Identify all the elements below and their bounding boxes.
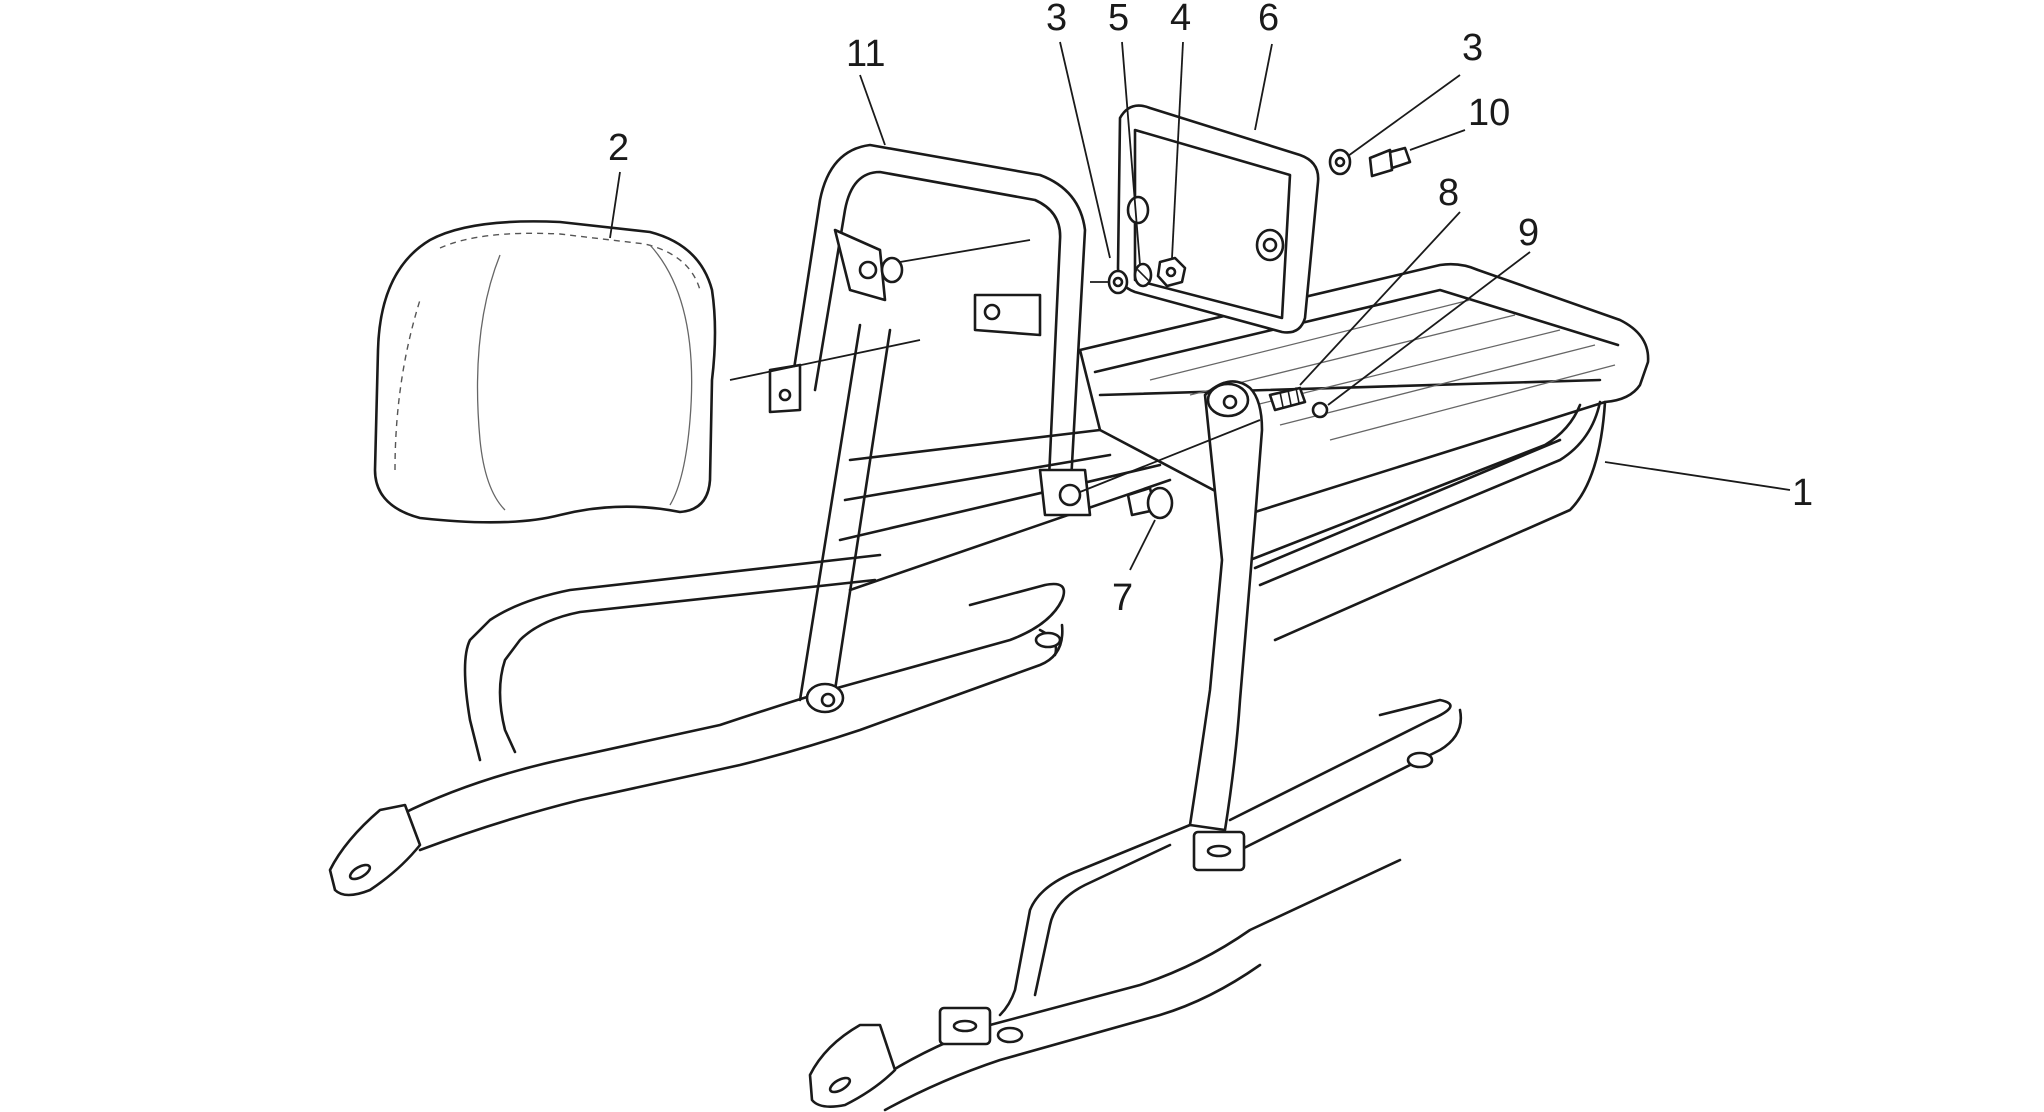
callout-9: 9	[1518, 212, 1539, 254]
callout-3b: 3	[1462, 27, 1483, 69]
callout-6: 6	[1258, 0, 1279, 39]
hardware-items	[1107, 146, 1412, 520]
luggage-rack	[328, 262, 1650, 1112]
callout-8: 8	[1438, 172, 1459, 214]
callout-4: 4	[1170, 0, 1191, 39]
plate-panel	[1116, 104, 1320, 334]
callout-3a: 3	[1046, 0, 1067, 39]
callout-leaders	[609, 41, 1791, 571]
callout-11: 11	[846, 33, 885, 75]
backrest-frame	[768, 143, 1092, 517]
callout-5: 5	[1108, 0, 1129, 39]
callout-7: 7	[1112, 577, 1133, 619]
backrest-pad	[373, 220, 717, 524]
callout-10: 10	[1468, 92, 1510, 134]
callout-labels: 1 2 3 3 4 5 6 7 8 9 10 11	[608, 0, 1813, 619]
assembly-lines	[729, 239, 1261, 493]
callout-1: 1	[1792, 472, 1813, 514]
callout-2: 2	[608, 127, 629, 169]
